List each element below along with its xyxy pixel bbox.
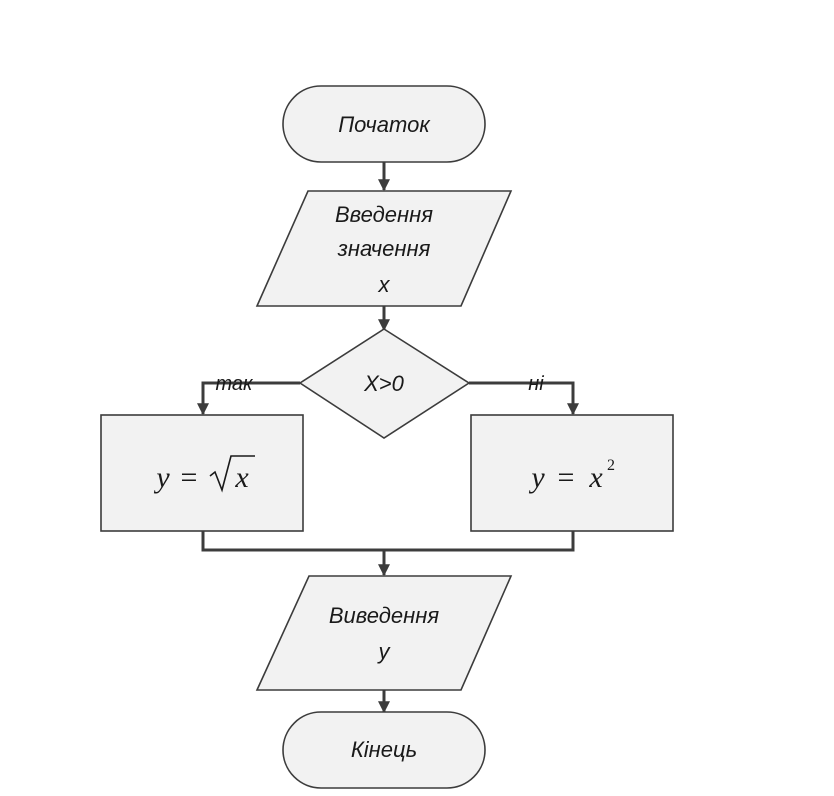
no-process-box: y = x 2 (470, 414, 674, 532)
no-base: x (588, 461, 603, 494)
no-eq: = (558, 461, 575, 494)
end-label: Кінець (351, 737, 417, 762)
input-line-2: значення (337, 236, 431, 261)
input-parallelogram: Введення значення x (255, 190, 513, 307)
yes-eq: = (181, 461, 198, 494)
input-line-1: Введення (335, 202, 433, 227)
output-parallelogram: Виведення y (255, 575, 513, 691)
yes-radicand: x (234, 461, 249, 494)
no-label: ні (528, 373, 544, 395)
output-line-1: Виведення (329, 603, 440, 628)
start-terminator: Початок (282, 85, 486, 163)
decision-diamond: X>0 (298, 328, 471, 439)
connectors (197, 162, 579, 714)
sqrt-symbol (209, 455, 255, 493)
yes-label: так (215, 373, 254, 395)
no-lhs: y (528, 461, 545, 494)
input-line-3: x (378, 272, 391, 297)
output-line-2: y (377, 639, 392, 664)
end-terminator: Кінець (282, 711, 486, 789)
edge-no (469, 381, 579, 416)
edge-yes (197, 381, 300, 416)
no-exponent: 2 (607, 457, 615, 474)
yes-process-box: y = x (100, 414, 304, 532)
decision-label: X>0 (363, 371, 405, 396)
edge-merge (201, 531, 575, 552)
start-label: Початок (338, 112, 431, 137)
yes-lhs: y (153, 461, 170, 494)
